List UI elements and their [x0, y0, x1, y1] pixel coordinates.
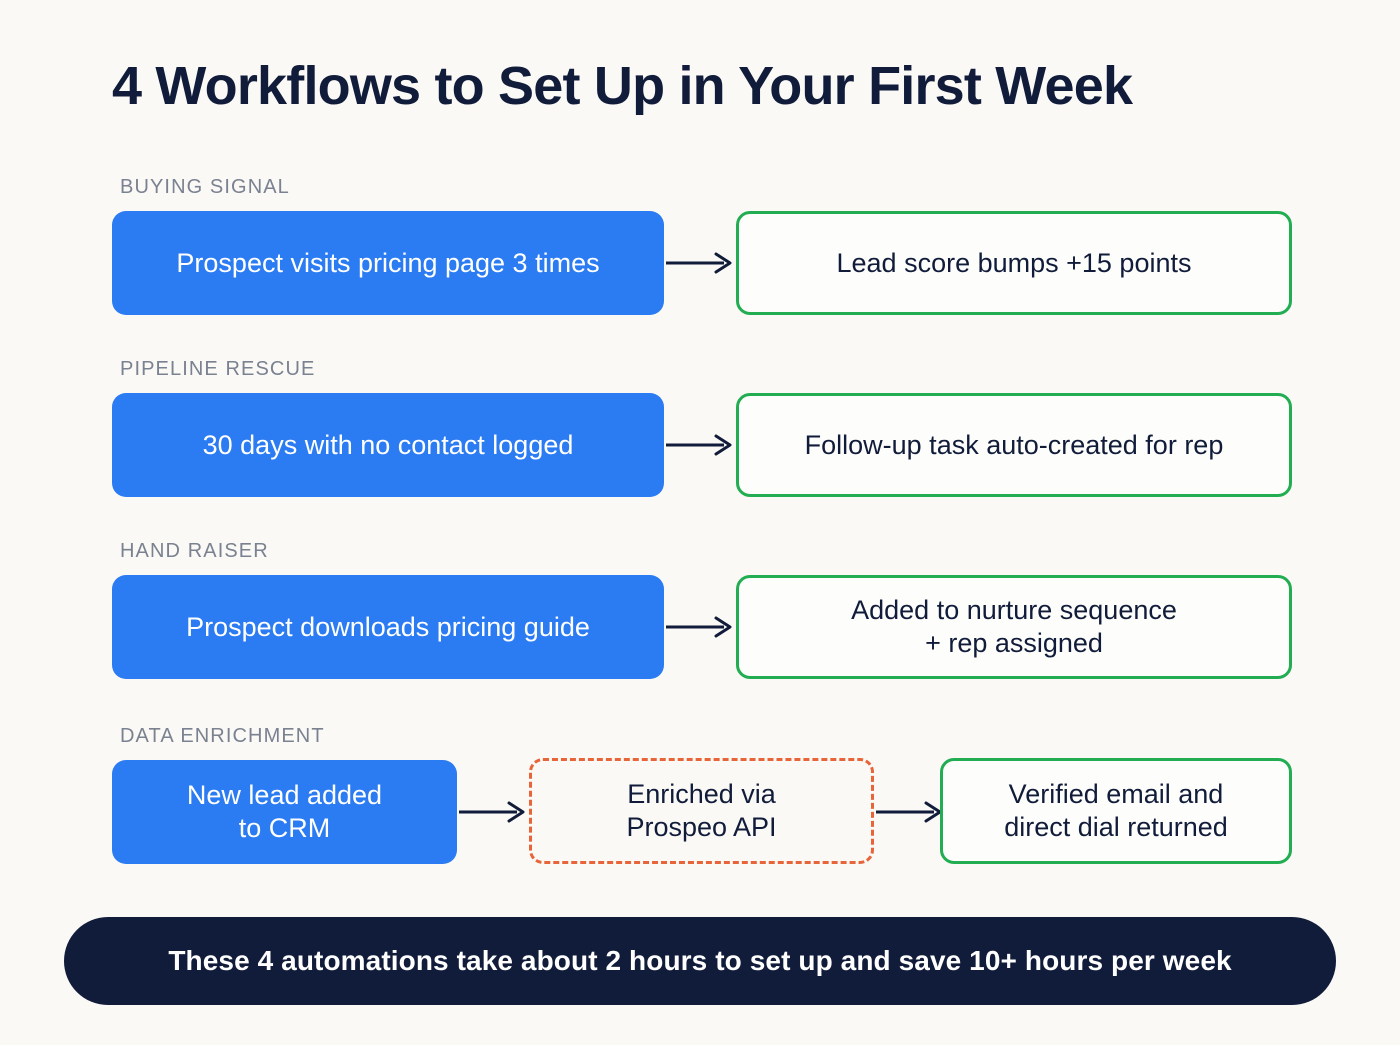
outcome-node-pipeline-rescue[interactable]: Follow-up task auto-created for rep: [736, 393, 1292, 497]
trigger-node-text-line1: New lead added: [186, 780, 383, 811]
arrow-icon-row4b: [876, 800, 946, 824]
outcome-node-text-line2: + rep assigned: [925, 628, 1103, 658]
outcome-node-text-line2: direct dial returned: [1004, 812, 1228, 842]
page-title: 4 Workflows to Set Up in Your First Week: [112, 56, 1133, 116]
trigger-node-data-enrichment[interactable]: New lead added to CRM: [112, 760, 457, 864]
row-label-pipeline-rescue: PIPELINE RESCUE: [120, 358, 316, 380]
outcome-node-buying-signal[interactable]: Lead score bumps +15 points: [736, 211, 1292, 315]
arrow-icon-row2: [666, 433, 736, 457]
outcome-node-data-enrichment[interactable]: Verified email and direct dial returned: [940, 758, 1292, 864]
trigger-node-text: Prospect visits pricing page 3 times: [176, 247, 600, 278]
outcome-node-text: Lead score bumps +15 points: [836, 247, 1192, 278]
trigger-node-text: 30 days with no contact logged: [202, 429, 574, 460]
arrow-icon-row3: [666, 615, 736, 639]
step-node-text-line2: Prospeo API: [626, 812, 777, 842]
arrow-icon-row1: [666, 251, 736, 275]
arrow-icon-row4a: [459, 800, 529, 824]
row-label-buying-signal: BUYING SIGNAL: [120, 176, 290, 198]
footer-summary-banner: These 4 automations take about 2 hours t…: [64, 917, 1336, 1005]
trigger-node-text-line2: to CRM: [238, 813, 331, 843]
footer-summary-text: These 4 automations take about 2 hours t…: [168, 945, 1232, 976]
trigger-node-hand-raiser[interactable]: Prospect downloads pricing guide: [112, 575, 664, 679]
row-label-hand-raiser: HAND RAISER: [120, 540, 269, 562]
row-label-data-enrichment: DATA ENRICHMENT: [120, 725, 325, 747]
outcome-node-text-line1: Verified email and: [1008, 779, 1224, 810]
step-node-text-line1: Enriched via: [627, 779, 776, 810]
trigger-node-buying-signal[interactable]: Prospect visits pricing page 3 times: [112, 211, 664, 315]
outcome-node-hand-raiser[interactable]: Added to nurture sequence + rep assigned: [736, 575, 1292, 679]
outcome-node-text-line1: Added to nurture sequence: [851, 595, 1177, 626]
outcome-node-text: Follow-up task auto-created for rep: [804, 429, 1224, 460]
trigger-node-pipeline-rescue[interactable]: 30 days with no contact logged: [112, 393, 664, 497]
trigger-node-text: Prospect downloads pricing guide: [186, 611, 590, 642]
step-node-prospeo-enrichment[interactable]: Enriched via Prospeo API: [529, 758, 874, 864]
